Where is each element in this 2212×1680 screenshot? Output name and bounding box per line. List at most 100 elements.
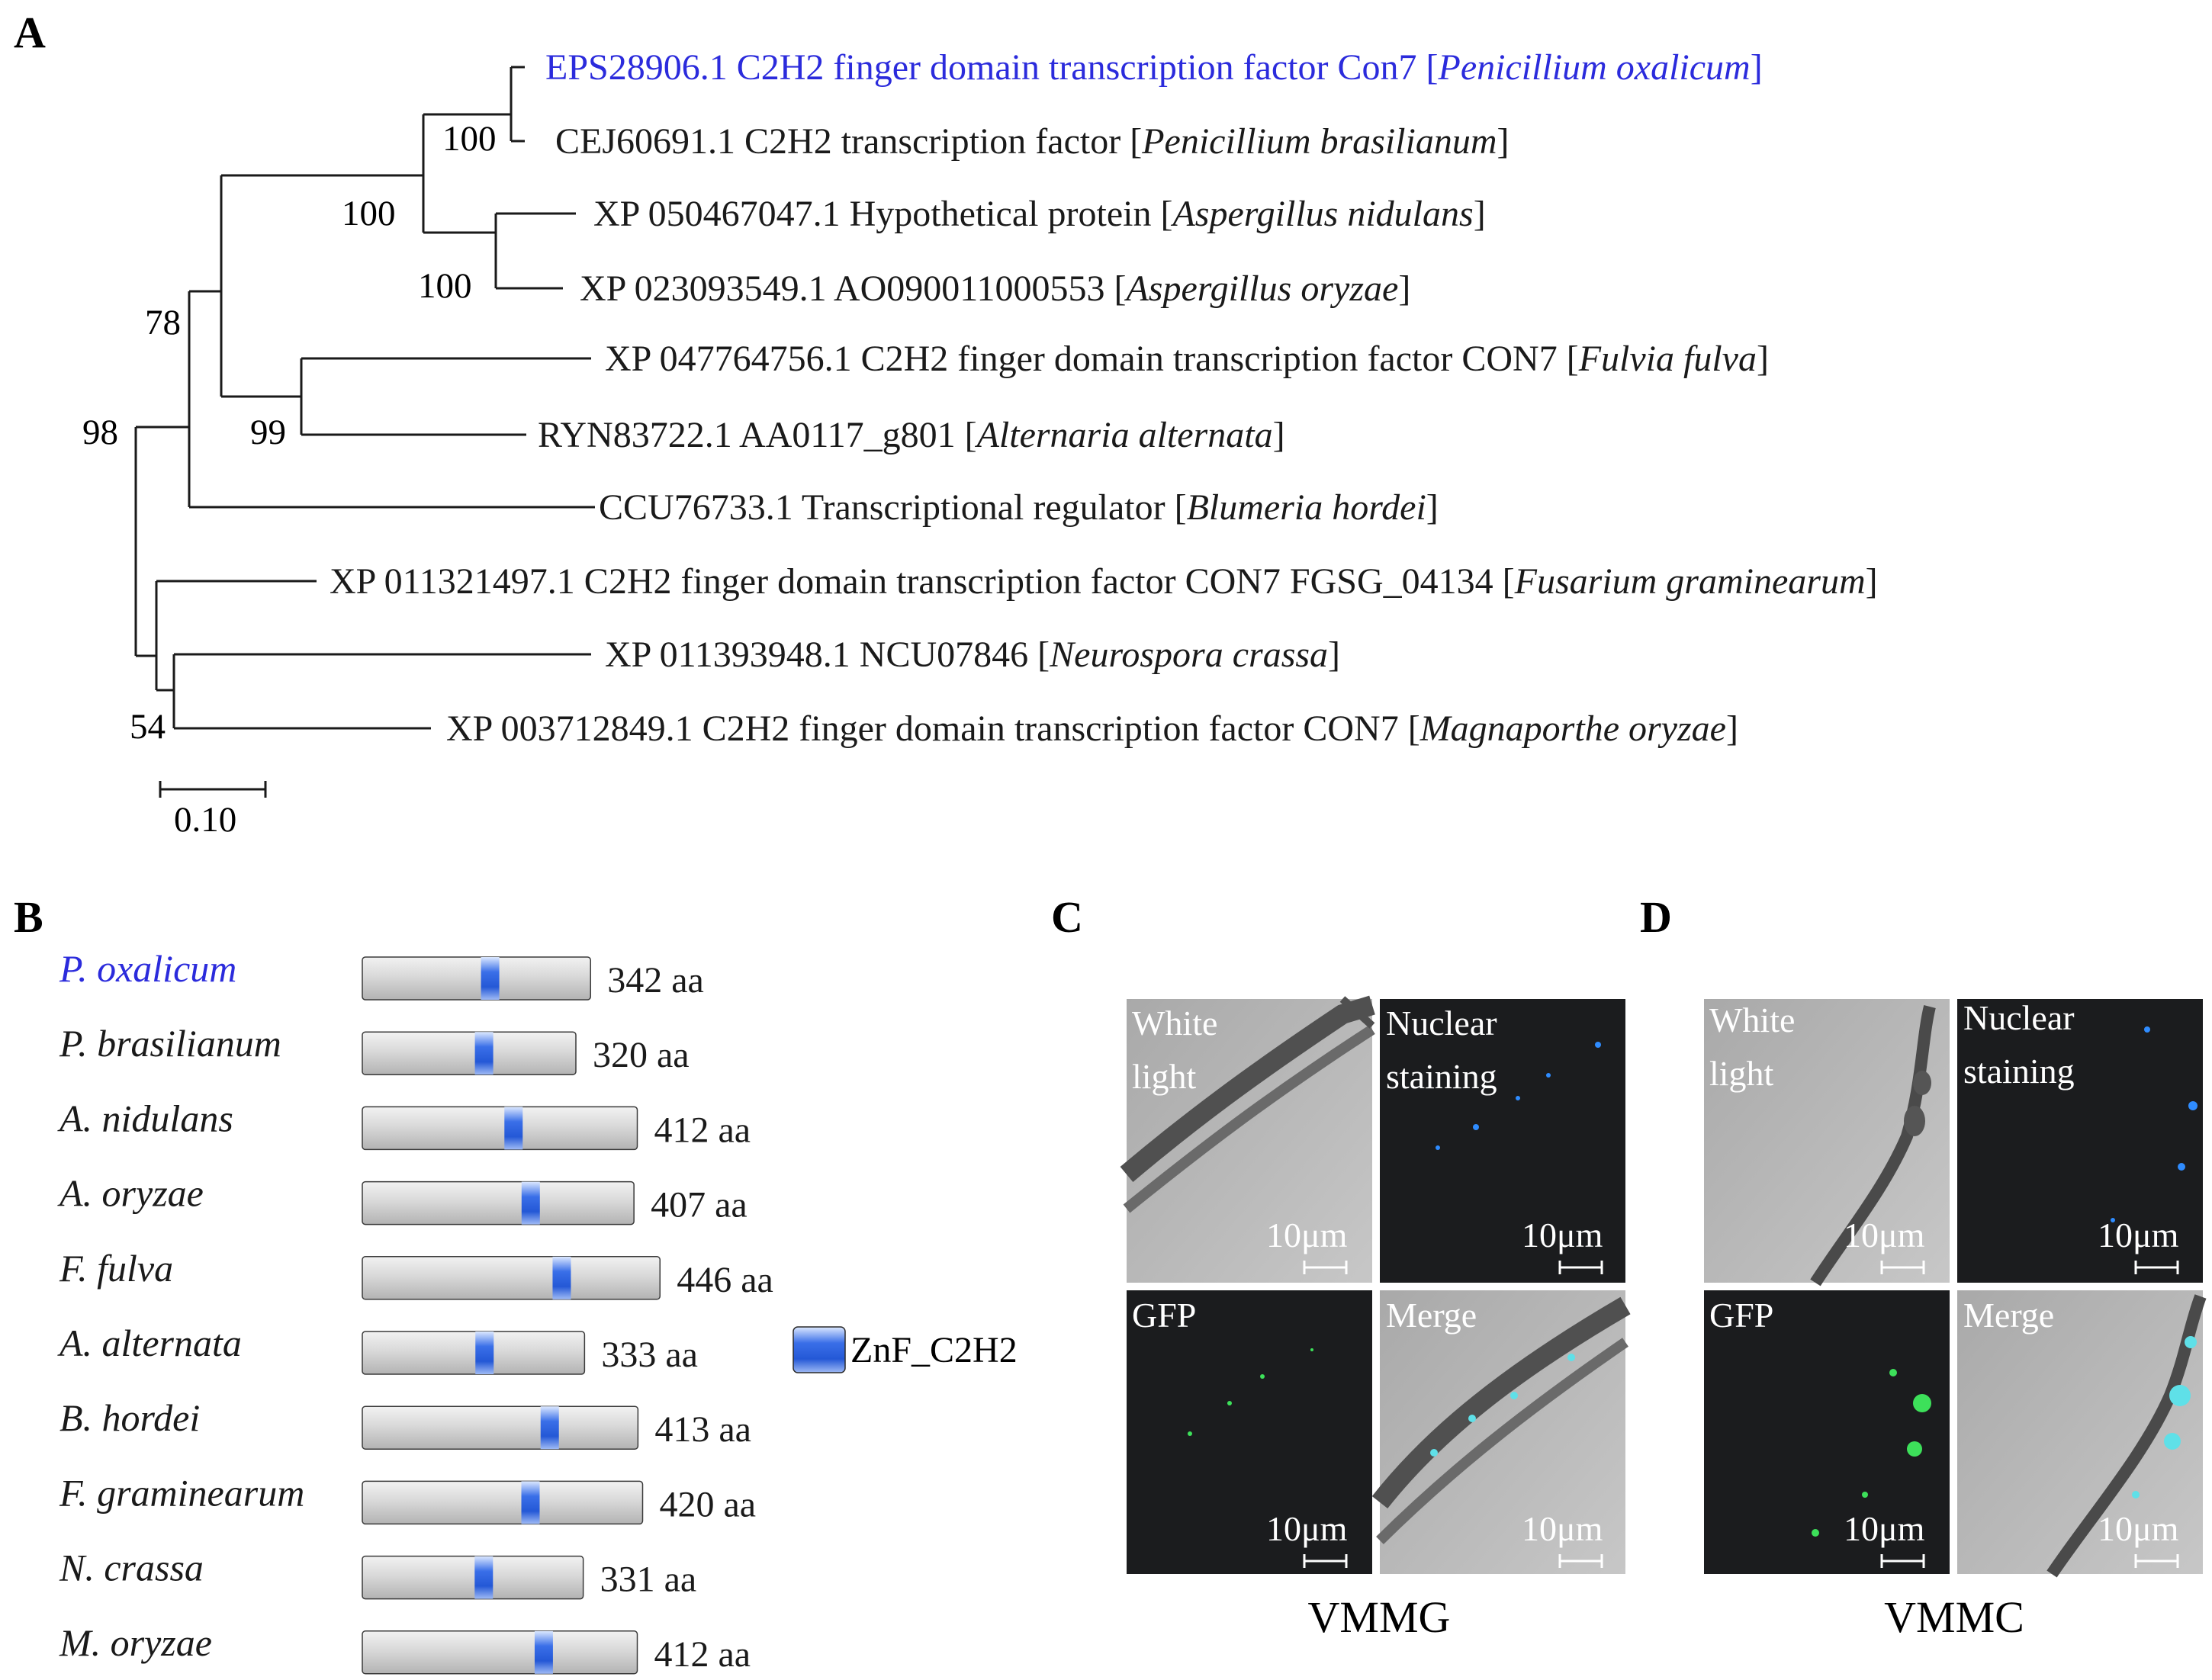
protein-bar — [362, 1630, 638, 1675]
leaf-species: Alternaria alternata — [975, 415, 1273, 455]
tree-leaf-label: XP 023093549.1 AO090011000553 [Aspergill… — [580, 268, 1410, 309]
znf-c2h2-domain — [481, 957, 500, 1000]
leaf-bracket: ] — [1497, 121, 1509, 162]
white-light-label: light — [1132, 1057, 1197, 1096]
protein-species-label: F. graminearum — [59, 1471, 304, 1514]
phylogenetic-tree — [134, 66, 595, 798]
micrograph-c-white-light — [1120, 995, 1375, 1283]
tree-leaf-label: XP 050467047.1 Hypothetical protein [Asp… — [593, 194, 1486, 234]
protein-species-label: F. fulva — [59, 1247, 173, 1290]
protein-length-label: 342 aa — [607, 960, 704, 1001]
scale-bar-label: 0.10 — [174, 800, 236, 840]
leaf-bracket: ] — [1726, 708, 1738, 749]
protein-bar — [362, 1480, 644, 1525]
tree-leaf-label: XP 047764756.1 C2H2 finger domain transc… — [605, 339, 1769, 379]
micrograph-c-gfp — [1127, 1290, 1372, 1574]
tree-leaf-label: XP 011321497.1 C2H2 finger domain transc… — [330, 561, 1878, 602]
micrograph-scale-label: 10μm — [1266, 1216, 1348, 1254]
micrograph-labels: White light Nuclear staining GFP Merge W… — [1132, 998, 2075, 1335]
white-light-label: White — [1709, 1001, 1795, 1039]
protein-bar — [362, 1106, 638, 1151]
protein-length-label: 413 aa — [654, 1409, 751, 1450]
leaf-accession: XP 003712849.1 C2H2 finger domain transc… — [446, 708, 1420, 749]
white-light-label: light — [1709, 1054, 1774, 1093]
micrograph-scale-label: 10μm — [1522, 1216, 1603, 1254]
leaf-species: Blumeria hordei — [1187, 487, 1426, 528]
leaf-bracket: ] — [1273, 415, 1285, 455]
leaf-accession: EPS28906.1 C2H2 finger domain transcript… — [545, 47, 1439, 88]
leaf-accession: CCU76733.1 Transcriptional regulator [ — [599, 487, 1187, 528]
tree-leaf-label: XP 003712849.1 C2H2 finger domain transc… — [446, 708, 1738, 749]
micrograph-scale-label: 10μm — [2098, 1509, 2179, 1548]
leaf-bracket: ] — [1757, 339, 1769, 379]
protein-length-label: 331 aa — [600, 1560, 697, 1600]
micrograph-scale-label: 10μm — [1266, 1509, 1348, 1548]
protein-bar — [362, 1256, 661, 1300]
znf-c2h2-domain — [534, 1630, 553, 1674]
tree-leaf-label: CCU76733.1 Transcriptional regulator [Bl… — [599, 487, 1439, 528]
bootstrap-value: 100 — [342, 194, 396, 233]
protein-species-label: M. oryzae — [59, 1621, 212, 1664]
znf-c2h2-domain — [504, 1107, 523, 1150]
domain-legend: ZnF_C2H2 — [793, 1326, 1018, 1373]
protein-bar — [362, 1555, 584, 1600]
tree-leaf-label: RYN83722.1 AA0117_g801 [Alternaria alter… — [538, 415, 1285, 455]
micrograph-scale-label: 10μm — [1844, 1216, 1925, 1254]
protein-length-label: 446 aa — [677, 1260, 773, 1300]
bootstrap-value: 98 — [82, 413, 118, 452]
nuclear-staining-label: staining — [1386, 1057, 1497, 1096]
micrograph-scale-bars: 10μm 10μm 10μm 10μm 10μm 10μm 10μm 10μm — [1266, 1216, 2179, 1568]
protein-bar — [362, 956, 591, 1001]
panel-label-c: C — [1051, 892, 1083, 942]
micrograph-d-gfp — [1704, 1290, 1950, 1574]
panel-label-d: D — [1640, 892, 1672, 942]
tree-leaf-label: EPS28906.1 C2H2 finger domain transcript… — [545, 47, 1763, 88]
protein-length-label: 420 aa — [660, 1484, 757, 1524]
nuclear-staining-label: staining — [1963, 1052, 2075, 1091]
tree-leaf-label: XP 011393948.1 NCU07846 [Neurospora cras… — [605, 634, 1340, 675]
leaf-species: Penicillium brasilianum — [1141, 121, 1497, 162]
znf-c2h2-domain — [521, 1481, 540, 1524]
leaf-species: Aspergillus nidulans — [1170, 194, 1473, 234]
micrograph-scale-bar — [1880, 1554, 1925, 1568]
protein-species-label: A. nidulans — [57, 1097, 233, 1139]
leaf-accession: XP 047764756.1 C2H2 finger domain transc… — [605, 339, 1579, 379]
protein-species-label: B. hordei — [59, 1396, 200, 1439]
protein-species-label: A. oryzae — [57, 1172, 204, 1215]
leaf-species: Aspergillus oryzae — [1124, 268, 1398, 309]
micrograph-scale-bar — [1303, 1261, 1348, 1274]
micrograph-scale-label: 10μm — [1522, 1509, 1603, 1548]
leaf-species: Magnaporthe oryzae — [1419, 708, 1726, 749]
micrograph-c-merge — [1371, 1290, 1631, 1574]
leaf-bracket: ] — [1474, 194, 1486, 234]
caption-d: VMMC — [1884, 1592, 2024, 1642]
protein-length-label: 407 aa — [651, 1185, 748, 1225]
protein-bar — [362, 1031, 577, 1075]
protein-bar — [362, 1331, 586, 1375]
nuclear-staining-label: Nuclear — [1386, 1004, 1497, 1042]
leaf-bracket: ] — [1866, 561, 1878, 602]
leaf-accession: RYN83722.1 AA0117_g801 [ — [538, 415, 977, 455]
znf-c2h2-domain — [474, 1032, 494, 1075]
tree-leaf-labels: EPS28906.1 C2H2 finger domain transcript… — [330, 47, 1878, 749]
leaf-accession: XP 023093549.1 AO090011000553 [ — [580, 268, 1126, 309]
protein-species-label: P. brasilianum — [59, 1022, 281, 1065]
micrograph-scale-label: 10μm — [1844, 1509, 1925, 1548]
leaf-species: Penicillium oxalicum — [1438, 47, 1751, 88]
micrograph-scale-label: 10μm — [2098, 1216, 2179, 1254]
znf-c2h2-domain — [540, 1406, 559, 1450]
znf-c2h2-domain — [552, 1256, 571, 1299]
bootstrap-value: 99 — [250, 413, 286, 452]
protein-length-label: 412 aa — [654, 1634, 751, 1675]
white-light-label: White — [1132, 1004, 1217, 1042]
znf-c2h2-domain — [474, 1556, 494, 1599]
panel-label-b: B — [14, 892, 43, 942]
gfp-label: GFP — [1132, 1296, 1196, 1335]
protein-species-label: N. crassa — [59, 1547, 204, 1589]
bootstrap-value: 78 — [145, 303, 181, 342]
micrograph-d-nuclear — [1957, 999, 2203, 1283]
protein-species-label: A. alternata — [57, 1322, 242, 1364]
micrograph-scale-bar — [1880, 1261, 1925, 1274]
